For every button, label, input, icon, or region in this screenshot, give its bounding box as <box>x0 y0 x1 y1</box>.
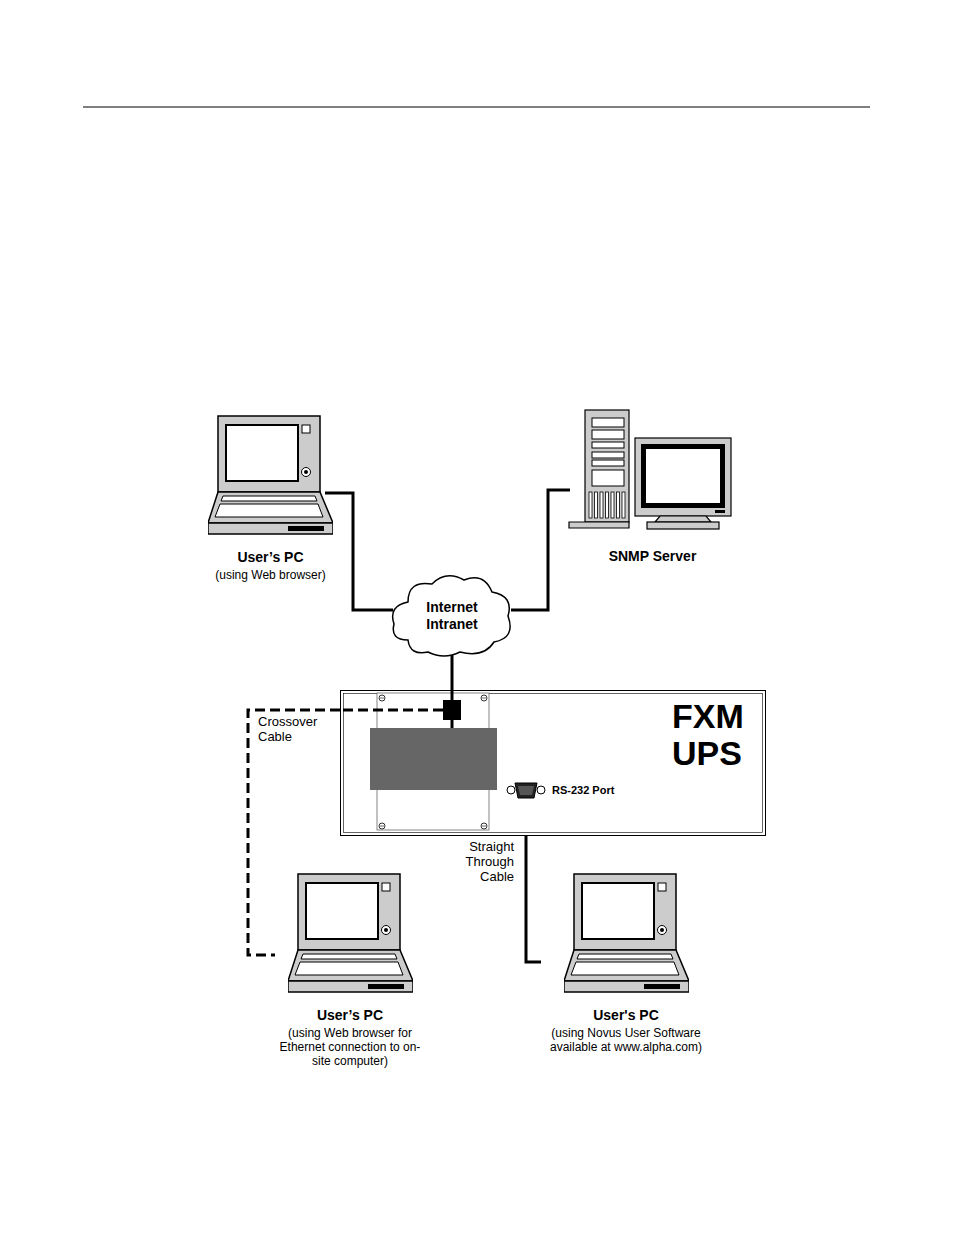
node-title: RS-232 Port <box>552 784 614 796</box>
network-link <box>325 493 393 610</box>
db9-connector-icon <box>506 778 546 802</box>
laptop-node: User's PC (using Novus User Software avai… <box>541 873 711 1054</box>
node-title: Internet Intranet <box>416 599 488 633</box>
node-title: User's PC <box>541 1007 711 1024</box>
node-title: SNMP Server <box>565 548 740 565</box>
laptop-icon <box>564 873 689 995</box>
server-node: SNMP Server <box>565 408 740 565</box>
node-note: (using Web browser for Ethernet connecti… <box>275 1026 425 1068</box>
node-title: User’s PC <box>275 1007 425 1024</box>
cloud-node: Internet Intranet <box>388 570 516 658</box>
laptop-icon <box>208 415 333 537</box>
node-title: User’s PC <box>208 549 333 566</box>
node-title: FXM UPS <box>672 698 754 772</box>
cable-label: Straight Through Cable <box>436 839 514 884</box>
laptop-node: User’s PC (using Web browser) <box>208 415 333 582</box>
node-note: (using Web browser) <box>208 568 333 582</box>
laptop-node: User’s PC (using Web browser for Ethernet… <box>275 873 425 1068</box>
cable-label: Crossover Cable <box>258 714 336 744</box>
panel-node: RS-232 Port FXM UPS <box>340 690 766 836</box>
server-icon <box>565 408 740 534</box>
page-rule <box>83 107 870 108</box>
network-link <box>511 490 570 610</box>
port-node: RS-232 Port <box>506 778 638 802</box>
network-link <box>451 652 454 690</box>
laptop-icon <box>288 873 413 995</box>
node-note: (using Novus User Software available at … <box>541 1026 711 1054</box>
